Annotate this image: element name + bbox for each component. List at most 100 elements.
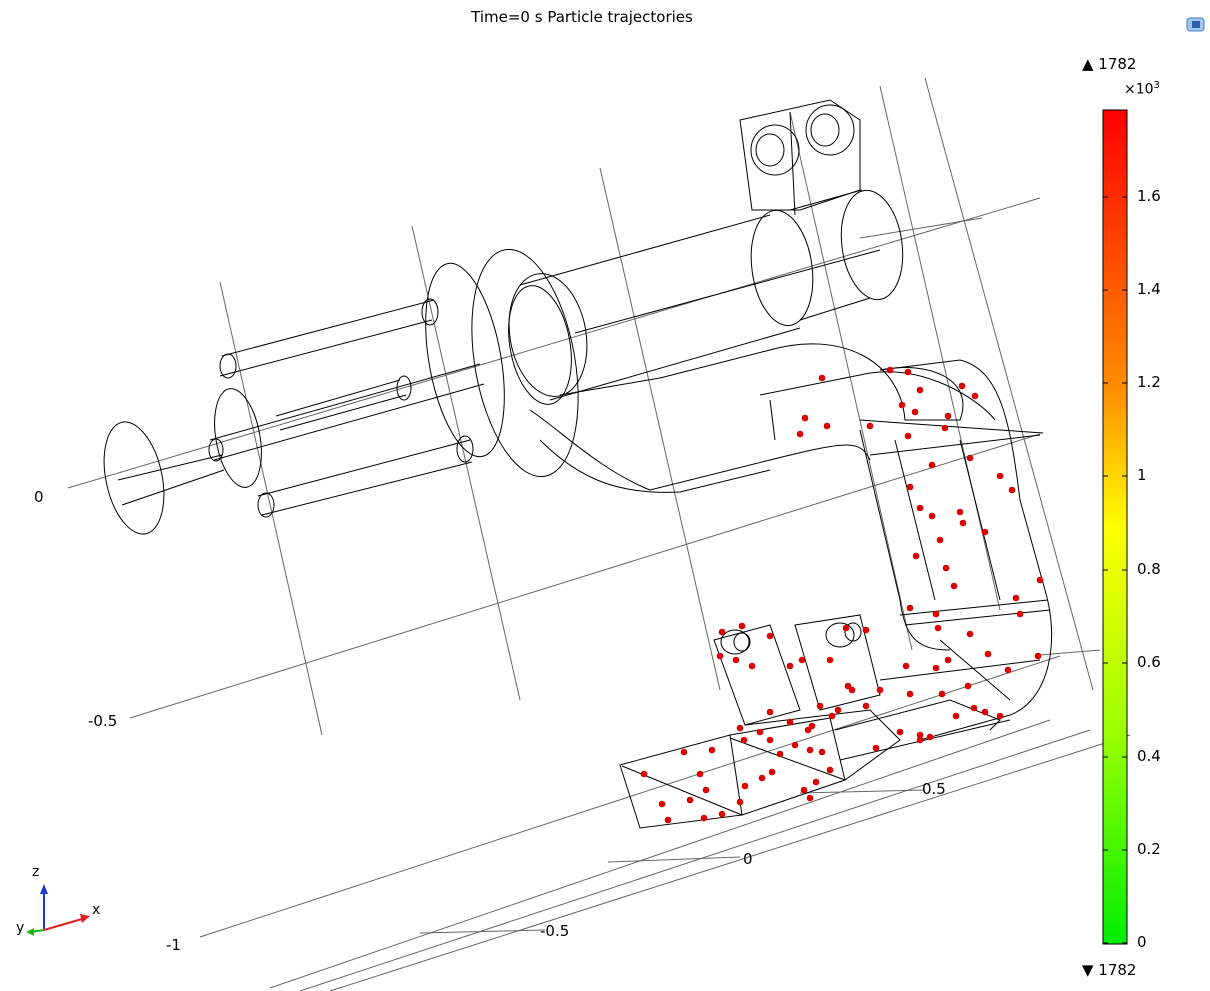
particle-point bbox=[716, 652, 724, 660]
particle-point bbox=[932, 664, 940, 672]
grid-lines bbox=[67, 77, 1131, 991]
colorbar-scale-exp: 3 bbox=[1153, 80, 1160, 91]
particle-point bbox=[896, 728, 904, 736]
colorbar-scale-base: ×10 bbox=[1124, 81, 1154, 98]
particle-point bbox=[944, 412, 952, 420]
z-axis-label-neg05: -0.5 bbox=[88, 712, 118, 730]
particle-point bbox=[872, 744, 880, 752]
particle-point bbox=[818, 374, 826, 382]
colorbar-max-label: ▲ 1782 bbox=[1082, 55, 1137, 73]
particle-point bbox=[776, 750, 784, 758]
particle-point bbox=[956, 508, 964, 516]
particle-point bbox=[916, 504, 924, 512]
x-axis-label-0: 0 bbox=[743, 850, 753, 868]
particle-point bbox=[971, 392, 979, 400]
particle-point bbox=[966, 454, 974, 462]
particle-point bbox=[826, 766, 834, 774]
particle-point bbox=[718, 628, 726, 636]
z-axis-label-neg1: -1 bbox=[166, 936, 181, 954]
particle-point bbox=[1034, 652, 1042, 660]
colorbar-tick-label: 1.6 bbox=[1137, 187, 1161, 205]
particle-point bbox=[664, 816, 672, 824]
particle-point bbox=[1016, 610, 1024, 618]
triad-z-label: z bbox=[32, 864, 40, 880]
particle-point bbox=[696, 770, 704, 778]
colorbar-tick-label: 0 bbox=[1137, 933, 1147, 951]
particle-point bbox=[944, 656, 952, 664]
particle-point bbox=[828, 712, 836, 720]
particle-point bbox=[766, 708, 774, 716]
particle-point bbox=[912, 552, 920, 560]
particle-point bbox=[758, 774, 766, 782]
particle-point bbox=[981, 708, 989, 716]
particle-point bbox=[823, 422, 831, 430]
colorbar bbox=[1102, 109, 1128, 945]
triad-y-label: y bbox=[16, 920, 25, 936]
particle-point bbox=[862, 626, 870, 634]
particle-point bbox=[942, 564, 950, 572]
particle-point bbox=[842, 624, 850, 632]
particle-point bbox=[970, 704, 978, 712]
colorbar-tick-label: 1.4 bbox=[1137, 280, 1161, 298]
particle-point bbox=[736, 798, 744, 806]
particle-point bbox=[904, 432, 912, 440]
particle-point bbox=[748, 662, 756, 670]
particle-point bbox=[766, 736, 774, 744]
particle-point bbox=[700, 814, 708, 822]
particle-point bbox=[911, 408, 919, 416]
particle-point bbox=[702, 786, 710, 794]
particle-point bbox=[932, 610, 940, 618]
particle-point bbox=[886, 366, 894, 374]
particle-point bbox=[916, 386, 924, 394]
particle-point bbox=[1008, 486, 1016, 494]
particle-point bbox=[640, 770, 648, 778]
particle-point bbox=[934, 624, 942, 632]
colorbar-tick-label: 0.4 bbox=[1137, 747, 1161, 765]
x-axis-label-neg05: -0.5 bbox=[540, 922, 570, 940]
particle-point bbox=[928, 461, 936, 469]
particle-point bbox=[801, 414, 809, 422]
colorbar-scale-label: ×103 bbox=[1124, 80, 1160, 98]
triad-x-label: x bbox=[92, 902, 101, 918]
particle-point bbox=[928, 512, 936, 520]
particle-point bbox=[680, 748, 688, 756]
particle-point bbox=[708, 746, 716, 754]
graphics-window-icon[interactable] bbox=[1186, 16, 1206, 33]
particle-point bbox=[1036, 576, 1044, 584]
particle-point bbox=[686, 796, 694, 804]
x-axis-label-05: 0.5 bbox=[922, 780, 946, 798]
colorbar-tick-label: 1.2 bbox=[1137, 373, 1161, 391]
colorbar-ticks bbox=[1103, 196, 1127, 944]
particle-point bbox=[768, 768, 776, 776]
particle-point bbox=[862, 702, 870, 710]
colorbar-tick-label: 0.2 bbox=[1137, 840, 1161, 858]
colorbar-min-label: ▼ 1782 bbox=[1082, 961, 1137, 979]
particle-point bbox=[786, 662, 794, 670]
particle-point bbox=[981, 528, 989, 536]
particle-point bbox=[796, 430, 804, 438]
particle-point bbox=[826, 656, 834, 664]
particle-point bbox=[916, 736, 924, 744]
particle-point bbox=[740, 736, 748, 744]
particle-point bbox=[906, 604, 914, 612]
particle-point bbox=[904, 368, 912, 376]
particle-point bbox=[806, 794, 814, 802]
particle-point bbox=[844, 682, 852, 690]
particle-point bbox=[1004, 666, 1012, 674]
particle-point bbox=[966, 630, 974, 638]
particle-point bbox=[959, 519, 967, 527]
particle-point bbox=[800, 786, 808, 794]
particle-point bbox=[791, 741, 799, 749]
particle-point bbox=[808, 722, 816, 730]
particle-point bbox=[732, 656, 740, 664]
colorbar-tick-label: 1 bbox=[1137, 466, 1147, 484]
colorbar-tick-label: 0.8 bbox=[1137, 560, 1161, 578]
particle-point bbox=[718, 810, 726, 818]
particle-point bbox=[996, 712, 1004, 720]
particle-point bbox=[984, 650, 992, 658]
particle-point bbox=[952, 712, 960, 720]
particle-point bbox=[756, 728, 764, 736]
particle-point bbox=[906, 690, 914, 698]
particle-point bbox=[798, 656, 806, 664]
